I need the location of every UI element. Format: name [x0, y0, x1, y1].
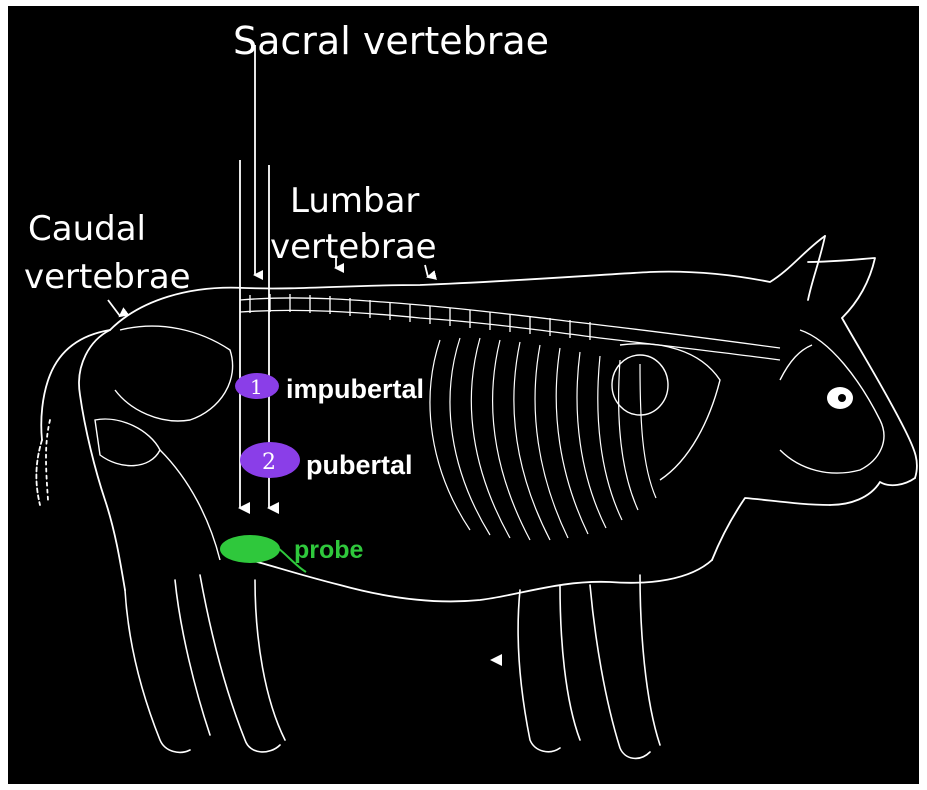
- marker-impubertal: 1 impubertal: [235, 373, 424, 404]
- rib-cage: [430, 338, 656, 540]
- marker-1-label: impubertal: [286, 374, 424, 404]
- eye-icon: [827, 387, 853, 409]
- pelvis: [95, 326, 233, 560]
- marker-pubertal: 2 pubertal: [240, 442, 413, 480]
- caudal-label-line1: Caudal: [28, 209, 146, 249]
- lumbar-label-line1: Lumbar: [290, 181, 419, 221]
- scapula: [612, 344, 720, 480]
- lumbar-label-line2: vertebrae: [270, 227, 437, 267]
- probe: probe: [220, 535, 364, 572]
- probe-ellipse: [220, 535, 280, 563]
- marker-1-number: 1: [250, 375, 263, 399]
- caudal-pointer-arrow: [108, 300, 120, 316]
- sacral-vertebrae-label: Sacral vertebrae: [233, 19, 549, 63]
- small-marker: [490, 654, 502, 666]
- caudal-label-line2: vertebrae: [24, 257, 191, 297]
- marker-2-number: 2: [262, 450, 276, 475]
- spine: [240, 294, 780, 360]
- pig-legs: [125, 575, 660, 758]
- marker-2-label: pubertal: [306, 450, 413, 480]
- probe-label: probe: [294, 536, 364, 564]
